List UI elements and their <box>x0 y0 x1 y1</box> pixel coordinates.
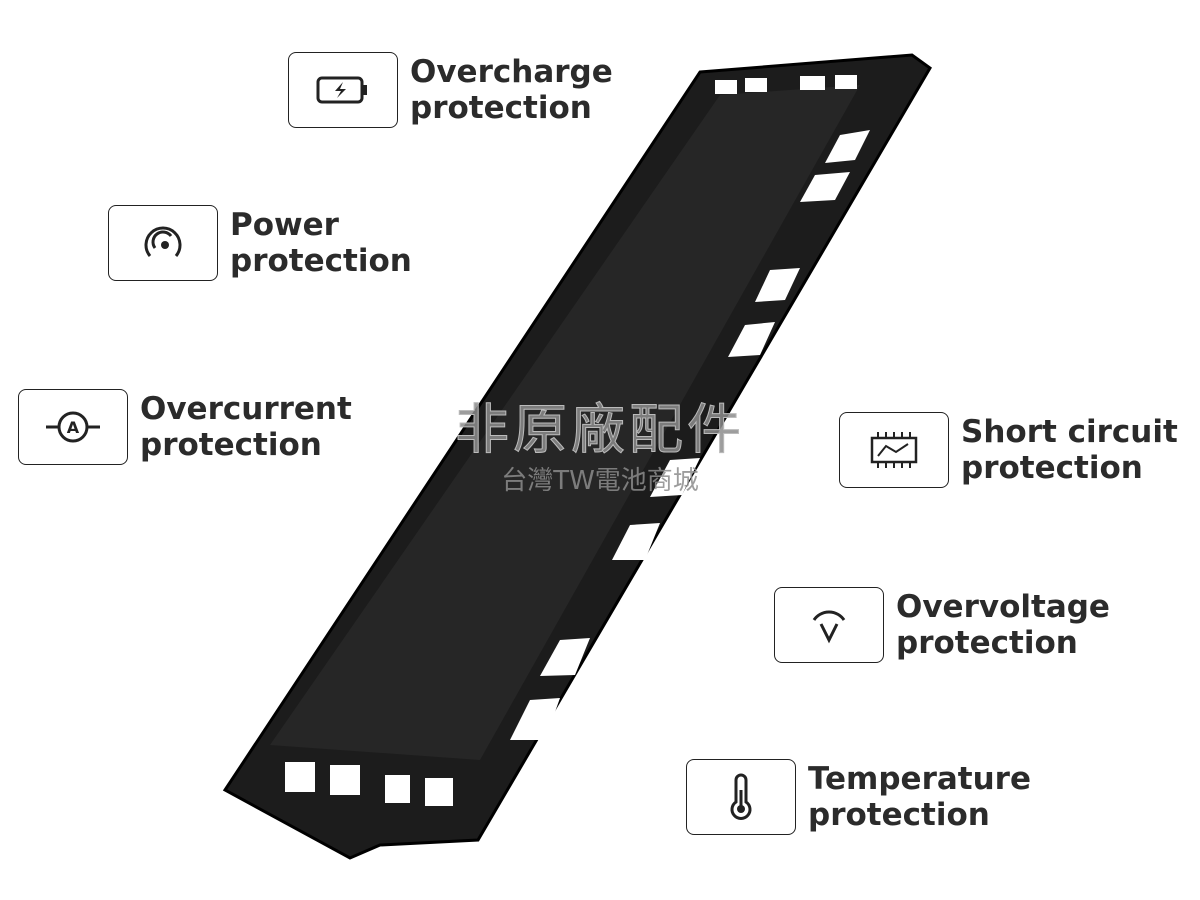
voltage-gauge-icon <box>774 587 884 663</box>
watermark-line2: 台灣TW電池商城 <box>501 466 699 496</box>
feature-subtitle: protection <box>961 450 1143 486</box>
feature-subtitle: protection <box>140 427 322 463</box>
feature-subtitle: protection <box>410 90 592 126</box>
watermark: 非原廠配件 台灣TW電池商城 <box>420 385 780 497</box>
watermark-line1: 非原廠配件 <box>455 398 745 462</box>
feature-title: Overcurrent <box>140 391 352 427</box>
feature-title: Overvoltage <box>896 589 1110 625</box>
thermometer-icon <box>686 759 796 835</box>
ammeter-icon: A <box>18 389 128 465</box>
feature-subtitle: protection <box>808 797 990 833</box>
circuit-board-icon <box>839 412 949 488</box>
svg-text:A: A <box>67 418 80 437</box>
feature-title: Overcharge <box>410 54 613 90</box>
feature-title: Power <box>230 207 339 243</box>
power-gauge-icon <box>108 205 218 281</box>
feature-title: Temperature <box>808 761 1031 797</box>
feature-subtitle: protection <box>896 625 1078 661</box>
feature-subtitle: protection <box>230 243 412 279</box>
battery-charge-icon <box>288 52 398 128</box>
feature-title: Short circuit <box>961 414 1178 450</box>
